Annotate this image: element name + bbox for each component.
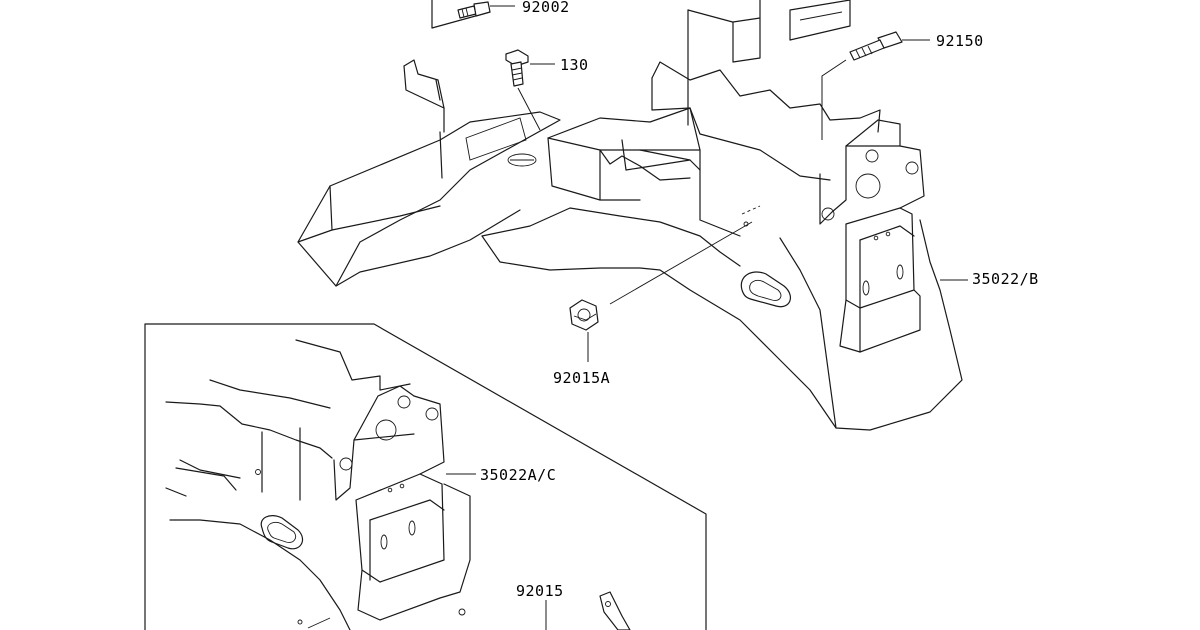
rear-fender-main [297,59,968,431]
callout-92150[interactable]: 92150 [936,32,984,50]
bolt-130 [505,49,555,131]
inset-variant-panel [144,323,707,630]
decal-parts [687,0,851,126]
callout-130[interactable]: 130 [560,56,589,74]
callout-35022a-c[interactable]: 35022A/C [480,466,556,484]
callout-92002[interactable]: 92002 [522,0,570,16]
callout-92015a[interactable]: 92015A [553,369,610,387]
callout-92015[interactable]: 92015 [516,582,564,600]
bolt-92150 [821,31,930,140]
callout-35022-b[interactable]: 35022/B [972,270,1039,288]
nut-92015a [569,299,599,362]
bolt-92002 [431,0,515,29]
